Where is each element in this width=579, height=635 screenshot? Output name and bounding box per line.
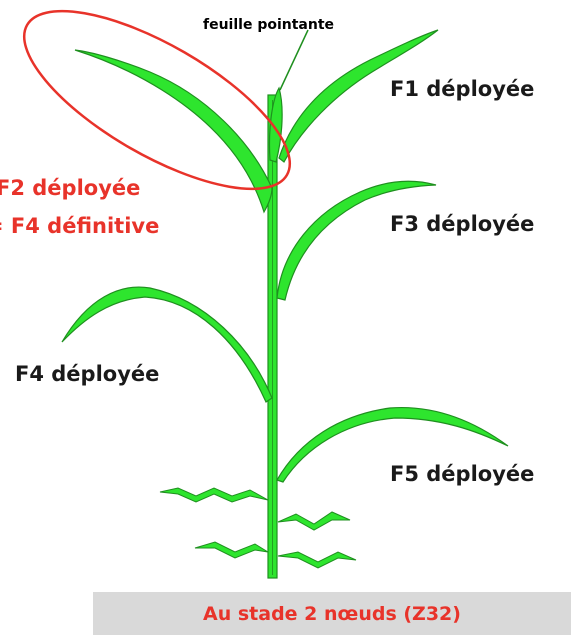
label-f2-line1: F2 déployée (0, 176, 141, 200)
tiller-leaf-2 (277, 511, 351, 531)
leaf-f5 (276, 406, 509, 483)
label-f1: F1 déployée (390, 77, 535, 101)
pointing-leaf-line (279, 29, 309, 91)
leaf-f2 (74, 49, 273, 214)
top-emerging-leaf (268, 86, 283, 163)
tiller-leaf-3 (194, 541, 269, 559)
label-f5: F5 déployée (390, 462, 535, 486)
label-pointing-leaf: feuille pointante (203, 17, 335, 33)
tiller-leaf-4 (277, 551, 357, 569)
leaf-f1 (278, 29, 439, 163)
leaf-f3 (276, 180, 437, 301)
label-f2-line2: = F4 définitive (0, 214, 160, 238)
tiller-leaf-1 (159, 487, 269, 503)
label-f4: F4 déployée (15, 362, 160, 386)
leaf-f4 (61, 286, 273, 403)
label-f3: F3 déployée (390, 212, 535, 236)
caption-text: Au stade 2 nœuds (Z32) (203, 602, 461, 625)
highlight-ellipse (22, 9, 292, 191)
caption-box: Au stade 2 nœuds (Z32) (93, 592, 571, 635)
